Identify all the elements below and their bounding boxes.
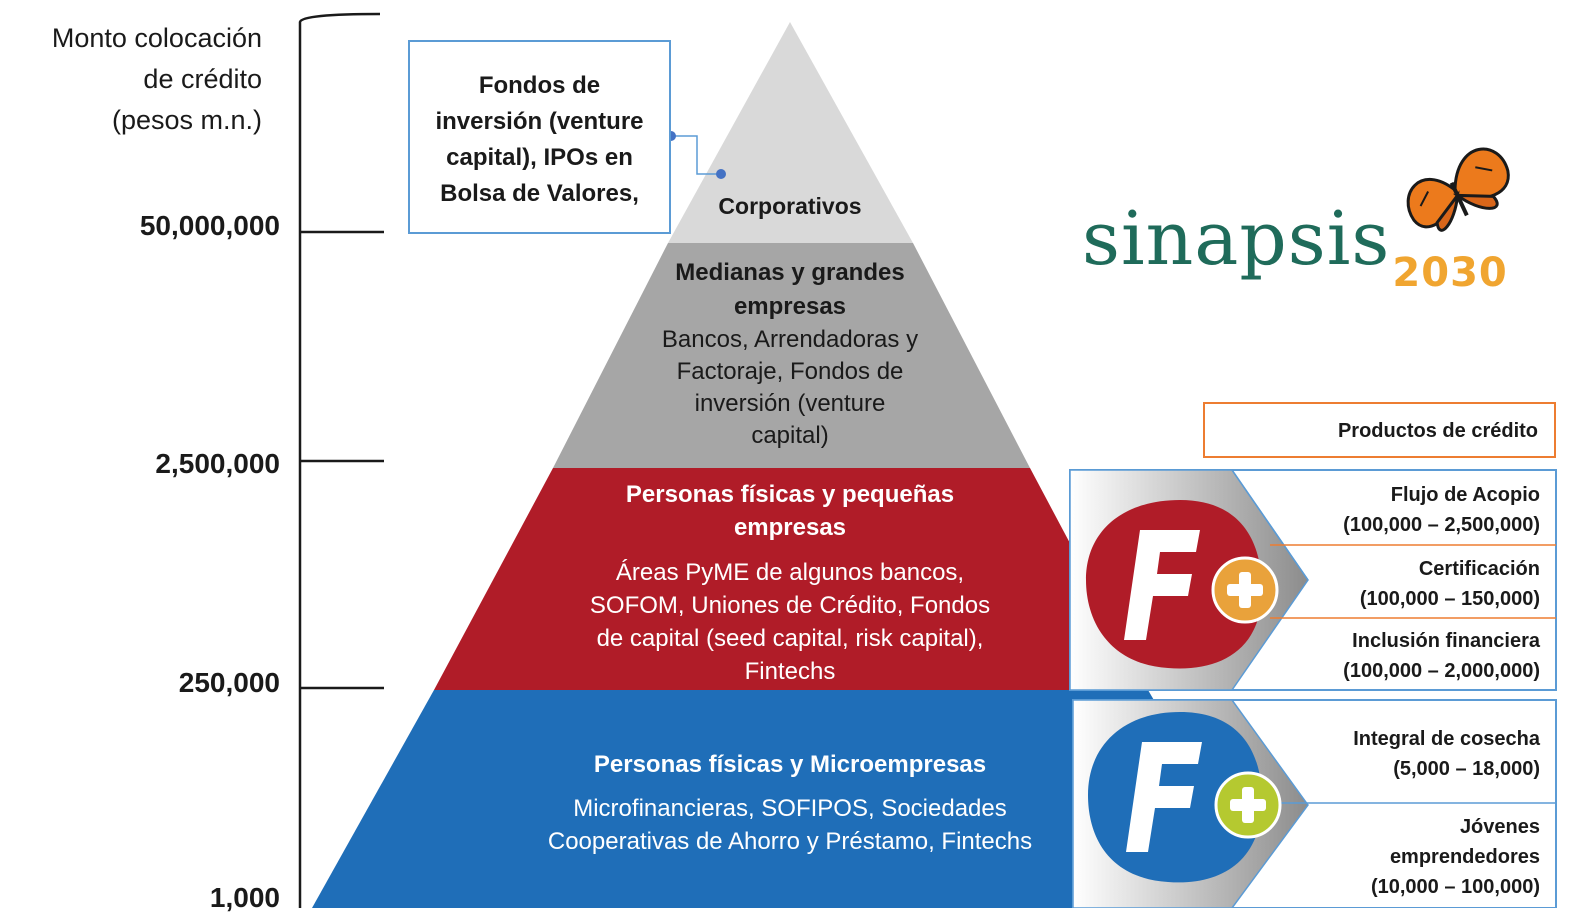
product-inclusion-financiera: Inclusión financiera (100,000 – 2,000,00… [1343,630,1540,682]
product-flujo-acopio: Flujo de Acopio (100,000 – 2,500,000) [1343,484,1540,536]
tick-label-250000: 250,000 [178,667,280,698]
pyramid-tier-corporativos [668,22,913,243]
tick-label-2500000: 2,500,000 [155,448,280,479]
f-plus-blue-icon [1088,712,1282,883]
tick-label-1000: 1,000 [209,882,280,913]
callout-dot-end [716,169,726,179]
callout-connector [671,135,721,175]
tier-microempresas-text: Personas físicas y Microempresas Microfi… [547,751,1033,855]
tier-pequenas-text: Personas físicas y pequeñas empresas Áre… [589,481,991,685]
y-axis-bracket [298,12,381,908]
tier-medianas-text: Medianas y grandes empresas Bancos, Arre… [661,259,919,449]
f-plus-red-icon [1086,500,1279,669]
products-header: Productos de crédito [1203,402,1556,458]
product-jovenes-emprendedores: Jóvenes emprendedores (10,000 – 100,000) [1370,816,1540,898]
tier-corporativos-label: Corporativos [718,193,862,219]
product-integral-cosecha: Integral de cosecha (5,000 – 18,000) [1353,728,1540,780]
tick-label-50000000: 50,000,000 [139,210,280,241]
butterfly-icon [1406,147,1510,232]
pyramid-tier-microempresas [312,690,1276,908]
product-certificacion: Certificación (100,000 – 150,000) [1359,558,1540,610]
sinapsis-logo: sinapsis2030 [1082,196,1508,296]
pyramid-tier-medianas [553,243,1030,468]
fondos-callout-box: Fondos de inversión (venture capital), I… [408,40,671,234]
pyramid-tier-pequenas [434,468,1148,690]
y-axis-title: Monto colocación de crédito (pesos m.n.) [51,23,262,135]
